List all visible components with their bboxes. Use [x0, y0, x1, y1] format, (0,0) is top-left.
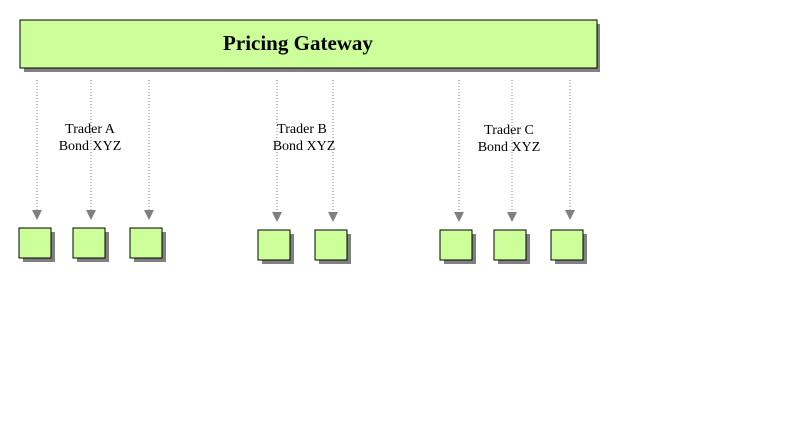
- trader-b-label: Trader B: [277, 122, 327, 137]
- trader-a-label: Trader A: [65, 122, 116, 137]
- pricing-gateway-title: Pricing Gateway: [223, 31, 373, 55]
- receiver-box-a1: [18, 227, 55, 262]
- trader-group-b: Trader B Bond XYZ: [273, 122, 336, 154]
- pricing-gateway-box: [19, 19, 598, 69]
- trader-group-c: Trader C Bond XYZ: [478, 123, 541, 155]
- trader-a-bond-label: Bond XYZ: [59, 139, 122, 154]
- trader-c-label: Trader C: [484, 123, 534, 138]
- distribution-arrows: [32, 80, 575, 222]
- receiver-box-a2: [72, 227, 109, 262]
- trader-c-bond-label: Bond XYZ: [478, 140, 541, 155]
- trader-b-bond-label: Bond XYZ: [273, 139, 336, 154]
- receiver-boxes: [18, 227, 587, 264]
- receiver-box-c3: [550, 229, 587, 264]
- receiver-box-b2: [314, 229, 351, 264]
- receiver-box-a3: [129, 227, 166, 262]
- receiver-box-b1: [257, 229, 294, 264]
- receiver-box-c2: [493, 229, 530, 264]
- receiver-box-c1: [439, 229, 476, 264]
- trader-group-a: Trader A Bond XYZ: [59, 122, 122, 154]
- pricing-gateway-node: Pricing Gateway: [19, 19, 600, 72]
